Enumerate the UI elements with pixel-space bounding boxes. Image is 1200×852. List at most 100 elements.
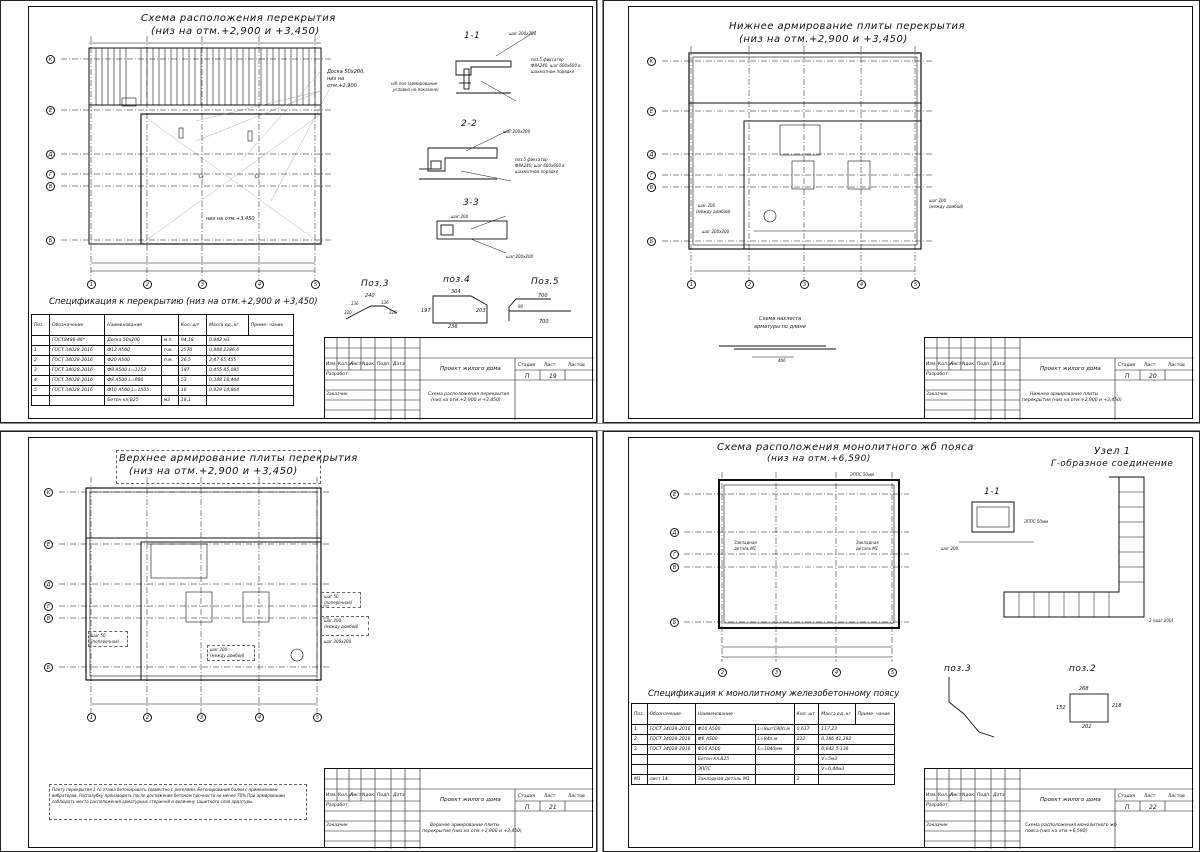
spec-1-title: Спецификация к перекрытию (низ на отм.+2… bbox=[49, 297, 318, 307]
cell: Ф8 А500 L=980 bbox=[104, 375, 162, 386]
cell bbox=[646, 754, 696, 765]
pos4-dim-197: 197 bbox=[421, 308, 431, 314]
axis-row-d: Д bbox=[670, 528, 679, 537]
axis-row-e: Е bbox=[670, 490, 679, 499]
stamp-project: Проект жилого дома bbox=[440, 797, 501, 803]
axis-col-5: 5 bbox=[888, 668, 897, 677]
stamp-listov: Листов bbox=[568, 794, 585, 799]
sheet-1-title: Схема расположения перекрытия bbox=[141, 13, 336, 24]
cell: п.м. bbox=[160, 345, 179, 356]
axis-col-3: 3 bbox=[198, 280, 207, 289]
pos3-title: поз.3 bbox=[944, 664, 972, 674]
stamp-sheet-title-2: пояса (низ на отм.+6,590) bbox=[1025, 829, 1088, 834]
sheet-3-plan-drawing bbox=[59, 477, 331, 717]
stamp-zakaz: Заказчик bbox=[926, 392, 948, 397]
section-1-1-label: 1-1 bbox=[464, 31, 481, 41]
axis-row-b: Б bbox=[647, 237, 656, 246]
note4-box bbox=[321, 616, 369, 636]
pos2-dim-202: 202 bbox=[1082, 724, 1092, 730]
cell: 1 bbox=[631, 724, 648, 735]
cell: 222 bbox=[793, 734, 820, 745]
cell: ГОСТ 34028-2016 bbox=[49, 375, 106, 386]
cell bbox=[646, 764, 696, 775]
cell: Ф10 А500 bbox=[694, 724, 756, 735]
stamp-ndok: Nдок. bbox=[962, 793, 976, 798]
stamp-podp: Подп. bbox=[977, 793, 991, 798]
pos2-dim-218: 218 bbox=[1112, 703, 1122, 709]
cell: L=1040мм bbox=[754, 744, 795, 755]
cell: ГОСТ 34028-2016 bbox=[646, 734, 696, 745]
note2-b: (между домбой) bbox=[210, 653, 245, 658]
note4: шаг 200 bbox=[324, 618, 342, 623]
spec-4-table: Поз. Обозначение Наименование Кол. шт Ма… bbox=[631, 703, 896, 785]
axis-row-v: В bbox=[670, 563, 679, 572]
sheet-1-frame bbox=[28, 6, 593, 419]
cell: Доска 50х200 bbox=[104, 335, 162, 346]
sheet-4-plan-drawing bbox=[684, 472, 1145, 738]
stamp-list2: Лист bbox=[1144, 794, 1156, 799]
axis-col-3: 3 bbox=[772, 668, 781, 677]
pos3-title: Поз.3 bbox=[361, 279, 390, 289]
axis-row-v: В bbox=[44, 614, 53, 623]
spec-1-head-prim: Приме- чание bbox=[247, 314, 295, 336]
stamp-izm: Изм. bbox=[926, 362, 937, 367]
node-title: Узел 1 bbox=[1094, 446, 1131, 457]
cell: 3 bbox=[631, 744, 648, 755]
stamp-kol: Кол.уч bbox=[938, 362, 954, 367]
cell: ГОСТ 34028-2016 bbox=[646, 744, 696, 755]
sec22-note-3: шахматном порядке bbox=[515, 169, 559, 174]
sheet-4-frame bbox=[628, 437, 1193, 848]
cell bbox=[206, 395, 294, 406]
cell bbox=[754, 754, 795, 765]
pos5-dim-top: 700 bbox=[538, 293, 548, 299]
spec-4-head-massa: Масса ед.,кг bbox=[818, 703, 856, 725]
stamp-stage: П bbox=[525, 373, 530, 380]
axis-col-1: 1 bbox=[87, 280, 96, 289]
cell: ГОСТ 34028-2016 bbox=[49, 345, 106, 356]
stamp-project: Проект жилого дома bbox=[1040, 797, 1101, 803]
stamp-sheet-number: 21 bbox=[549, 804, 557, 811]
cell: 94,18 bbox=[177, 335, 208, 346]
cell: 0,929 14,864 bbox=[206, 385, 294, 396]
cell: ГОСТ 34028-2016 bbox=[49, 365, 106, 376]
stamp-sheet-title: Верхнее армирование плиты bbox=[430, 823, 500, 828]
cell: 53 bbox=[177, 375, 208, 386]
stamp-stage: П bbox=[525, 804, 530, 811]
stamp-kol: Кол.уч bbox=[938, 793, 954, 798]
cell: 3 bbox=[30, 365, 51, 376]
note3: шаг 50 bbox=[324, 594, 339, 599]
cell: м3 bbox=[160, 395, 179, 406]
lap-dim: 406 bbox=[778, 358, 786, 363]
spec-4-header-row: Поз. Обозначение Наименование Кол. шт Ма… bbox=[631, 703, 896, 725]
cell: Бетон кл.В25 bbox=[104, 395, 162, 406]
axis-col-3: 3 bbox=[800, 280, 809, 289]
pos4-dim-236: 236 bbox=[448, 324, 458, 330]
cell: 0,186 41,292 bbox=[818, 734, 895, 745]
spec-1-head-massa: Масса ед.,кг bbox=[206, 314, 249, 336]
cell: 2 bbox=[30, 355, 51, 366]
spec-1-header-row: Поз. Обозначение Наименование Кол. шт Ма… bbox=[30, 314, 295, 336]
general-note-box bbox=[49, 784, 307, 820]
stamp-podp: Подп. bbox=[977, 362, 991, 367]
pos5-dim-bottom: 700 bbox=[539, 319, 549, 325]
axis-row-k: К bbox=[46, 55, 55, 64]
sheet-4: Схема расположения монолитного жб пояса … bbox=[603, 431, 1200, 852]
stamp-stadiya: Стадия bbox=[518, 794, 536, 799]
stamp-list: Лист bbox=[950, 362, 962, 367]
axis-row-b: Б bbox=[670, 618, 679, 627]
axis-row-g: Г bbox=[670, 550, 679, 559]
bars-note-2: условно не показано) bbox=[393, 87, 439, 92]
stamp-zakaz: Заказчик bbox=[326, 392, 348, 397]
cell: L=8шт190п.м bbox=[754, 724, 795, 735]
cell bbox=[160, 365, 179, 376]
stamp-ndok: Nдок. bbox=[362, 362, 376, 367]
stamp-sheet-title: Схема расположения перекрытия bbox=[428, 392, 510, 397]
cell: ГОСТ8486-86* bbox=[49, 335, 106, 346]
axis-row-v: В bbox=[46, 182, 55, 191]
cell: п.м. bbox=[160, 355, 179, 366]
cell: Бетон кл.В25 bbox=[694, 754, 756, 765]
